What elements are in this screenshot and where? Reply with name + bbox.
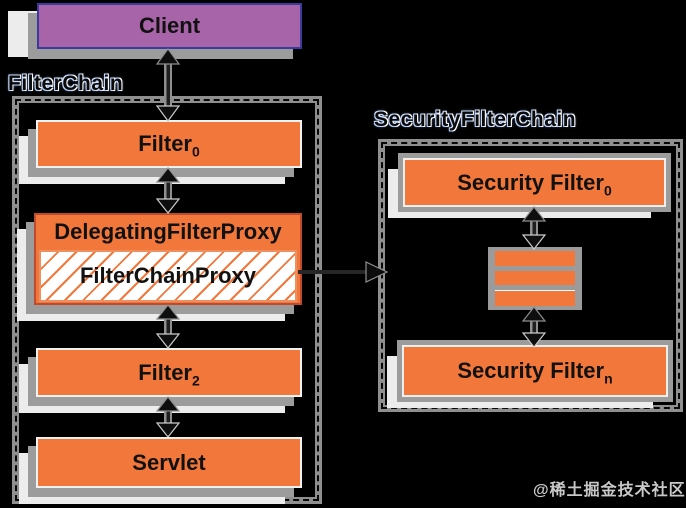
double-arrow-dfp-filter2-icon xyxy=(155,304,181,349)
filter2-box: Filter2 xyxy=(36,348,302,397)
ellipsis-bar xyxy=(495,290,575,307)
double-arrow-sf0-bars-icon xyxy=(521,206,547,250)
delegating-filter-proxy-label: DelegatingFilterProxy xyxy=(54,219,282,244)
double-arrow-client-filter0-icon xyxy=(155,47,181,123)
filter-chain-proxy-label: FilterChainProxy xyxy=(79,263,257,288)
filter0-label: Filter0 xyxy=(138,131,200,160)
filter2-label: Filter2 xyxy=(138,359,200,388)
filterchain-label: FilterChain xyxy=(8,72,124,95)
security-filtern-label: Security Filtern xyxy=(457,358,613,387)
servlet-box: Servlet xyxy=(36,437,302,488)
filter0-box: Filter0 xyxy=(36,120,302,168)
double-arrow-bars-sfn-icon xyxy=(521,306,547,348)
chain-link-arrow-icon xyxy=(298,261,389,283)
security-filtern-box: Security Filtern xyxy=(402,345,668,397)
ellipsis-bar xyxy=(495,251,575,266)
watermark-text: @稀土掘金技术社区 xyxy=(533,482,686,499)
filter-ellipsis-bars xyxy=(488,247,582,310)
double-arrow-filter0-dfp-icon xyxy=(155,167,181,214)
ellipsis-bar xyxy=(495,270,575,286)
filter-chain-proxy-box: FilterChainProxy xyxy=(39,250,297,302)
security-filter0-box: Security Filter0 xyxy=(403,158,666,207)
securityfilterchain-container xyxy=(378,139,683,412)
security-filter0-label: Security Filter0 xyxy=(457,169,612,198)
securityfilterchain-label: SecurityFilterChain xyxy=(374,108,577,131)
double-arrow-filter2-servlet-icon xyxy=(155,396,181,438)
servlet-label: Servlet xyxy=(132,449,206,475)
client-box: Client xyxy=(37,3,302,49)
delegating-filter-proxy-box: DelegatingFilterProxy FilterChainProxy xyxy=(34,213,302,305)
client-label: Client xyxy=(138,13,201,38)
